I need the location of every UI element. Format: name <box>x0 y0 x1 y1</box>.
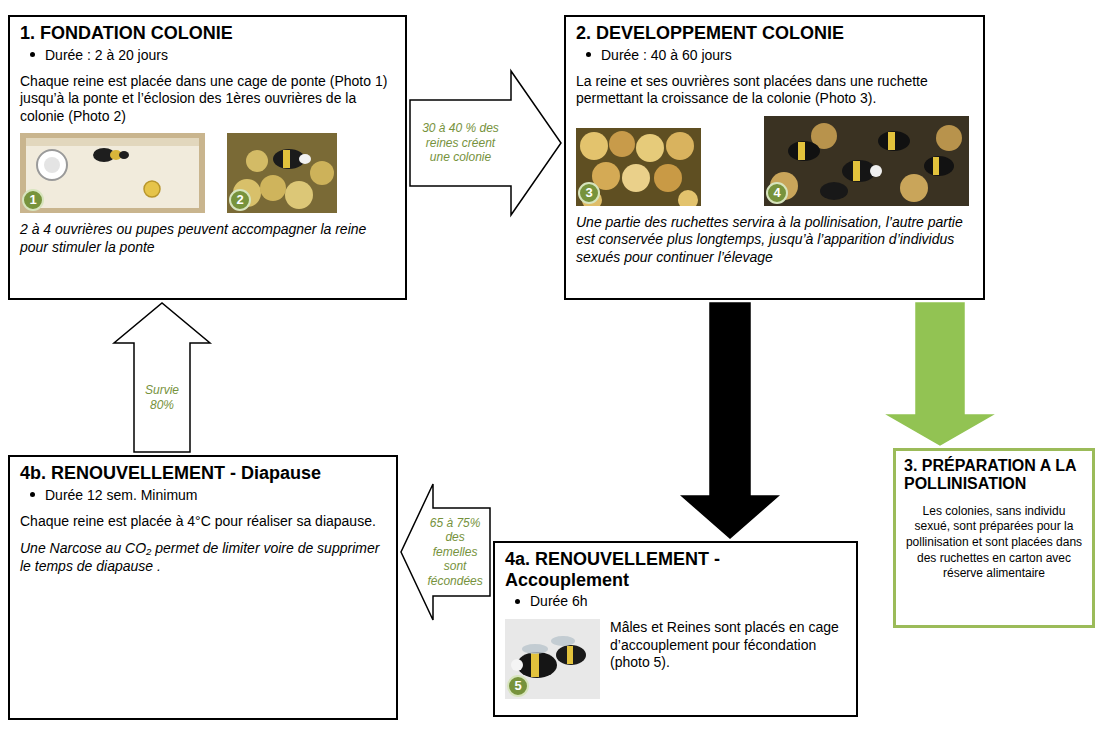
photo-detail <box>260 175 286 201</box>
photo-detail <box>580 132 608 160</box>
photo-detail <box>522 644 548 654</box>
block-arrow <box>682 303 778 538</box>
bullet-dot <box>30 492 35 497</box>
photo-detail <box>26 138 199 208</box>
block-arrow <box>410 71 561 215</box>
block-arrow <box>888 303 992 445</box>
photo-detail <box>119 151 129 159</box>
block-arrow <box>114 303 210 452</box>
photo-detail <box>654 164 682 192</box>
box-heading: 4b. RENOUVELLEMENT - Diapause <box>20 463 386 484</box>
bullet-line: Durée : 40 à 60 jours <box>586 47 973 63</box>
photo-frame: 3 <box>576 128 701 206</box>
photo-frame: 5 <box>505 619 600 699</box>
colony-photo <box>764 116 969 206</box>
photo-detail <box>798 142 805 160</box>
photo-detail <box>20 133 205 213</box>
photo-detail <box>227 133 337 213</box>
body-text: Chaque reine est placée à 4°C pour réali… <box>20 513 386 531</box>
photo-with-text: 5Mâles et Reines sont placés en cage d’a… <box>505 619 846 699</box>
bullet-dot <box>515 599 520 604</box>
arrow-label: Survie 80% <box>136 383 188 412</box>
photo-detail <box>622 164 650 192</box>
photo-detail <box>678 190 698 206</box>
duration-text: Durée : 40 à 60 jours <box>601 47 732 63</box>
photo-detail <box>144 181 160 197</box>
photo-frame: 4 <box>764 116 969 206</box>
photo-detail <box>666 132 694 160</box>
photo-detail <box>936 125 962 151</box>
box-heading: 4a. RENOUVELLEMENT - Accouplement <box>505 549 846 590</box>
bullet-dot <box>30 52 35 57</box>
photo-detail <box>283 150 290 168</box>
photo-detail <box>310 161 334 185</box>
photo-detail <box>246 150 268 172</box>
note-text: Une Narcose au CO₂ permet de limiter voi… <box>20 540 386 575</box>
arrow-label: 30 à 40 % des reines créent une colonie <box>415 121 507 164</box>
photo-frame: 1 <box>20 133 205 213</box>
duration-text: Durée 6h <box>530 593 588 609</box>
body-text: La reine et ses ouvrières sont placées d… <box>576 73 973 108</box>
photo-detail <box>285 181 313 209</box>
photo-detail <box>764 116 969 206</box>
photo-detail <box>511 659 523 671</box>
arrow-label: 65 à 75% des femelles sont fécondées <box>425 516 485 588</box>
photo-detail <box>788 141 820 161</box>
photo-detail <box>853 161 860 181</box>
photo-detail <box>900 174 928 202</box>
photo-detail <box>609 131 635 157</box>
body-text: Chaque reine est placée dans une cage de… <box>20 73 395 126</box>
photo-detail <box>44 157 60 173</box>
callout-number: 3 <box>578 182 600 204</box>
bullet-dot <box>586 52 591 57</box>
callout-number: 4 <box>766 182 788 204</box>
photo-detail <box>299 154 311 164</box>
cage-photo <box>20 133 205 213</box>
note-text: Une partie des ruchettes servira à la po… <box>576 214 973 267</box>
photo-detail <box>37 150 67 180</box>
stage-box: 4b. RENOUVELLEMENT - DiapauseDurée 12 se… <box>8 455 398 720</box>
photo-detail <box>878 131 910 151</box>
photo-detail <box>567 646 573 664</box>
photo-detail <box>505 619 600 699</box>
photo-detail <box>556 645 586 665</box>
photo-detail <box>820 182 848 200</box>
photo-row: 3 4 <box>576 116 973 206</box>
photo-detail <box>551 636 575 646</box>
stage-box: 4a. RENOUVELLEMENT - AccouplementDurée 6… <box>493 541 858 717</box>
photo-detail <box>870 165 882 177</box>
photo-detail <box>888 132 895 150</box>
block-arrow <box>401 484 490 620</box>
photo-detail <box>933 157 939 175</box>
duration-text: Durée : 2 à 20 jours <box>45 47 168 63</box>
photo-detail <box>636 134 664 162</box>
stage-box: 2. DEVELOPPEMENT COLONIE Durée : 40 à 60 … <box>564 15 985 300</box>
photo-frame: 2 <box>227 133 337 213</box>
box-heading: 2. DEVELOPPEMENT COLONIE <box>576 23 973 44</box>
output-box: 3. PRÉPARATION A LA POLLINISATION Les col… <box>893 448 1095 628</box>
note-text: 2 à 4 ouvrières ou pupes peuvent accompa… <box>20 221 395 256</box>
photo-detail <box>531 653 539 677</box>
stage-box: 1. FONDATION COLONIE Durée : 2 à 20 jours… <box>8 15 407 300</box>
body-text: Mâles et Reines sont placés en cage d’ac… <box>610 619 846 672</box>
bullet-line: Durée : 2 à 20 jours <box>30 47 395 63</box>
box-heading: 1. FONDATION COLONIE <box>20 23 395 44</box>
photo-detail <box>924 156 954 176</box>
bullet-line: Durée 12 sem. Minimum <box>30 487 386 503</box>
bullet-line: Durée 6h <box>515 593 846 609</box>
box-heading: 3. PRÉPARATION A LA POLLINISATION <box>904 457 1084 494</box>
photo-detail <box>26 138 199 146</box>
body-text: Les colonies, sans individu sexué, sont … <box>904 504 1084 582</box>
photo-row: 1 2 <box>20 133 395 213</box>
duration-text: Durée 12 sem. Minimum <box>45 487 198 503</box>
